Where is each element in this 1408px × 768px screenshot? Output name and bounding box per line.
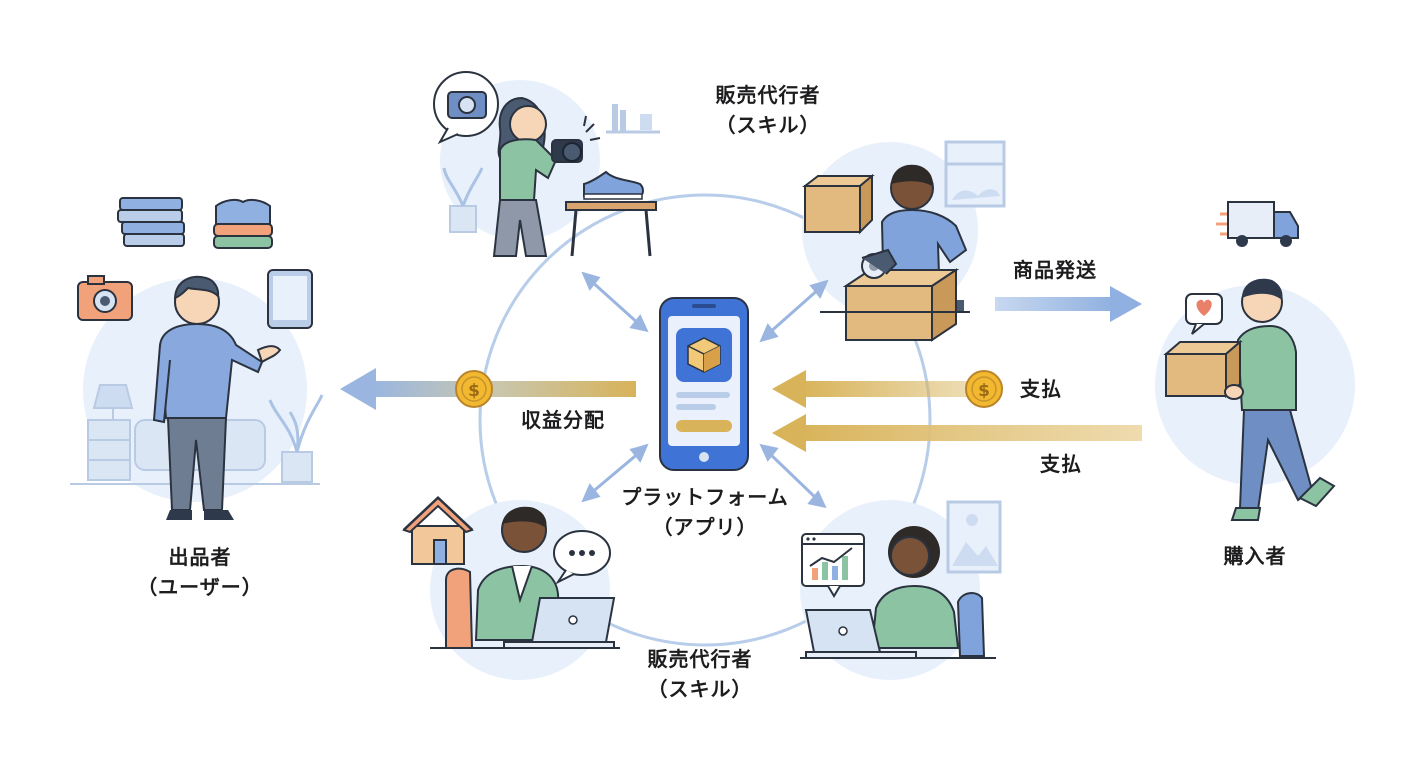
package-icon — [1163, 339, 1243, 399]
agent-top-label: 販売代行者 （スキル） — [688, 80, 848, 140]
agent-packer-illustration — [802, 140, 1006, 342]
seller-label: 出品者 （ユーザー） — [110, 542, 290, 602]
books-icon — [117, 197, 185, 247]
coin-symbol: $ — [978, 381, 990, 401]
tape-dispenser-icon — [861, 248, 898, 279]
platform-label-line2: （アプリ） — [652, 515, 758, 539]
growth-chart-icon — [801, 533, 865, 598]
payment-arrow-upper — [772, 370, 970, 408]
revenue-share-label: 収益分配 — [521, 408, 605, 432]
coin-icon-payment: $ — [965, 370, 1003, 408]
platform-phone-icon — [659, 297, 749, 471]
platform-label-line1: プラットフォーム — [621, 485, 789, 509]
tablet-icon — [267, 269, 313, 329]
house-icon — [402, 495, 474, 565]
agent-analytics-illustration — [800, 500, 1002, 680]
buyer-label: 購入者 — [1223, 544, 1287, 568]
seller-illustration — [70, 197, 324, 520]
photo-bubble-icon — [433, 71, 499, 145]
picture-frame-icon — [946, 500, 1002, 574]
dslr-camera-icon — [551, 139, 583, 163]
camera-icon — [77, 275, 133, 321]
laptop-icon — [503, 597, 616, 649]
payment-upper-label: 支払 — [1020, 377, 1062, 401]
large-box-icon — [842, 268, 960, 342]
laptop-2-icon — [804, 609, 917, 659]
buyer-illustration — [1155, 201, 1355, 521]
platform-ring — [478, 193, 932, 647]
agent-chat-illustration — [402, 495, 620, 680]
coin-icon-revenue: $ — [455, 370, 493, 408]
sneaker-icon — [583, 170, 644, 200]
small-box-icon — [802, 173, 875, 235]
seller-label-line2: （ユーザー） — [137, 575, 263, 599]
agent-connection-arrows — [581, 271, 829, 509]
shipping-label: 商品発送 — [1013, 258, 1097, 282]
payment-lower-label: 支払 — [1040, 452, 1082, 476]
agent-top-illustration — [433, 71, 660, 257]
seller-label-line1: 出品者 — [168, 545, 232, 569]
payment-arrow-lower — [772, 414, 1142, 452]
agent-top-label-line1: 販売代行者 — [715, 83, 821, 107]
folded-clothes-icon — [213, 198, 273, 249]
delivery-truck-icon — [1216, 201, 1299, 247]
revenue-share-arrow — [340, 368, 636, 410]
agent-top-label-line2: （スキル） — [715, 113, 821, 137]
shipping-arrow — [995, 286, 1142, 322]
heart-bubble-icon — [1185, 293, 1223, 335]
agent-bottom-label: 販売代行者 （スキル） — [620, 644, 780, 704]
platform-label: プラットフォーム （アプリ） — [600, 482, 810, 542]
agent-bottom-label-line1: 販売代行者 — [647, 647, 753, 671]
coin-symbol: $ — [468, 381, 480, 401]
chat-bubble-icon — [553, 530, 611, 585]
agent-bottom-label-line2: （スキル） — [647, 677, 753, 701]
